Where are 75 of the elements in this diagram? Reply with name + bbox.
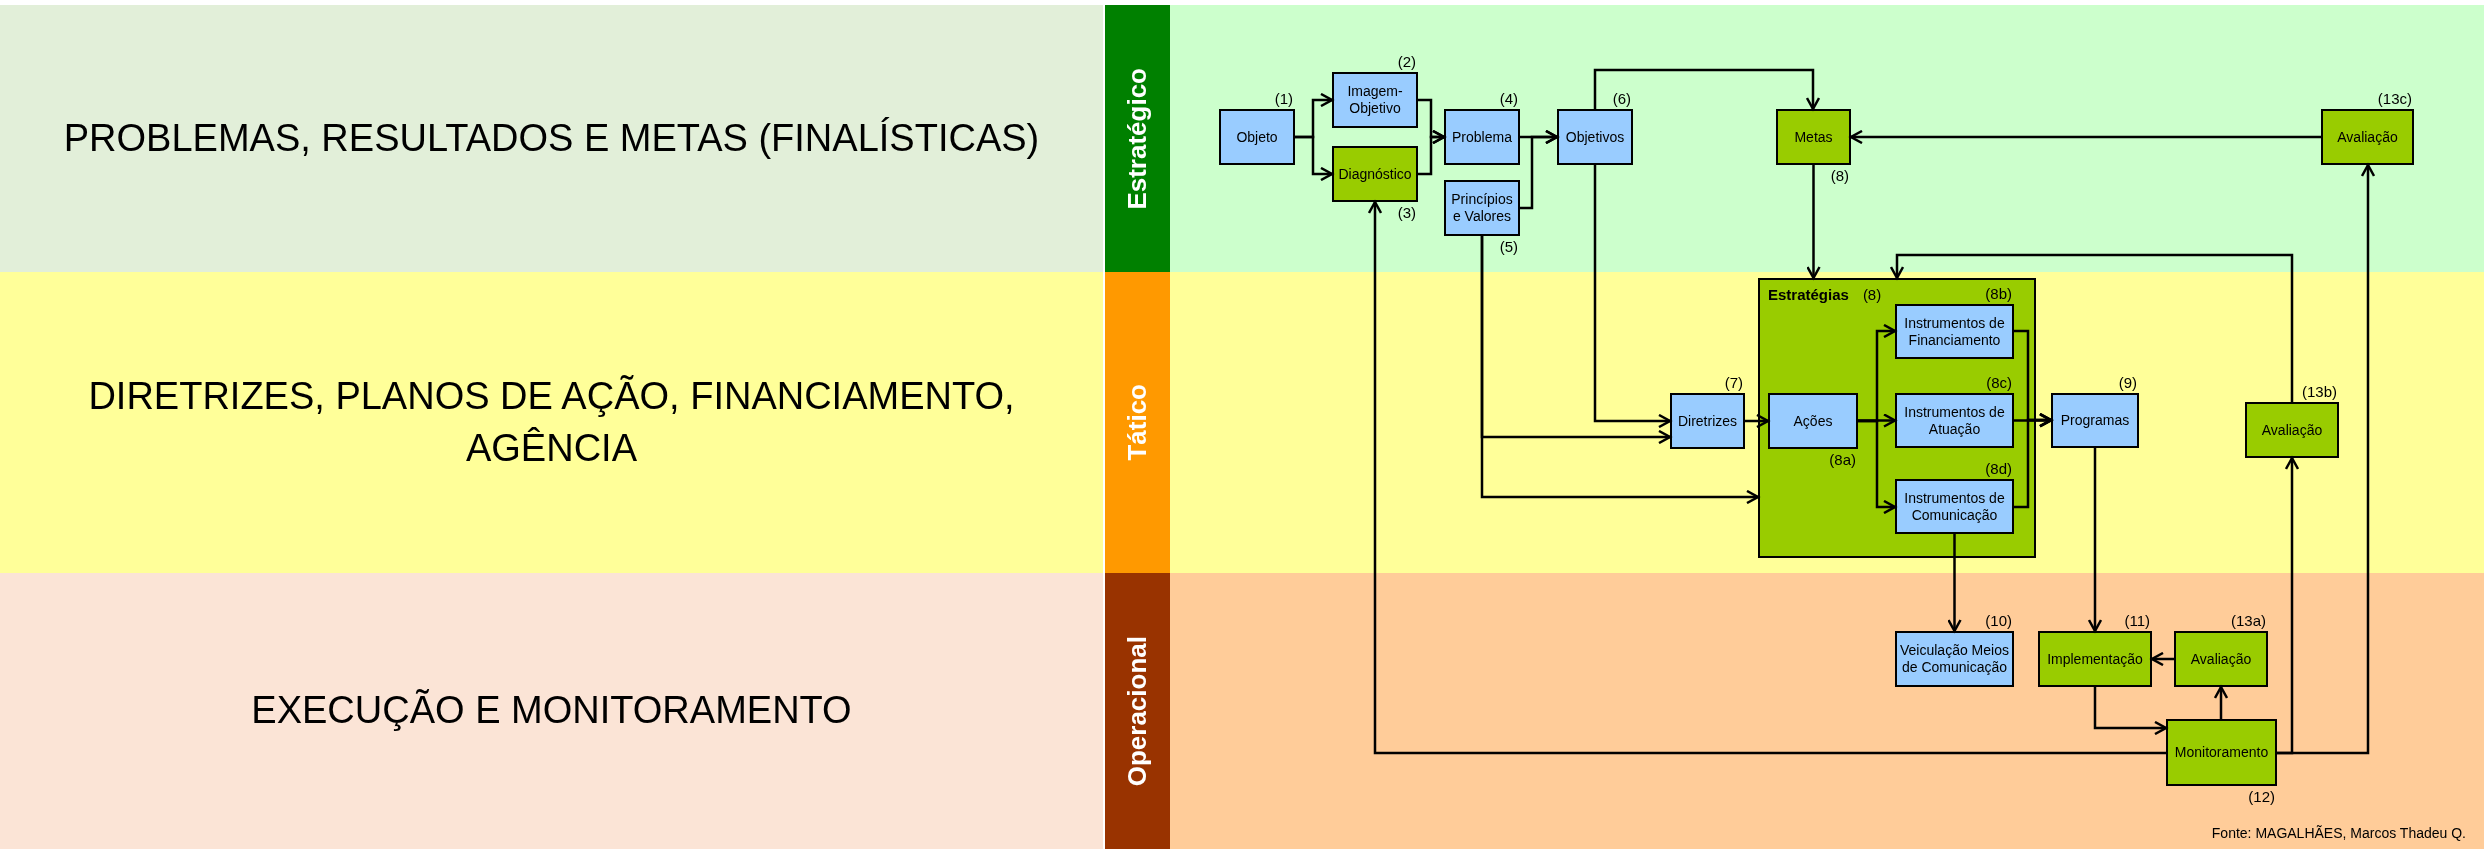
node-label: Metas (1794, 128, 1833, 146)
node-label: Implementação (2047, 650, 2143, 668)
arrow (1418, 129, 1446, 176)
node-label: Programas (2060, 412, 2130, 429)
arrow (2150, 651, 2174, 667)
band-cell (0, 272, 1103, 573)
arrow (1367, 200, 2166, 755)
callout-number: (3) (1397, 204, 1416, 221)
arrow (1947, 534, 1962, 633)
arrow (2014, 412, 2053, 509)
group-box (1758, 278, 2036, 558)
callout-number: (7) (1724, 374, 1743, 391)
callout-number: (6) (1612, 90, 1631, 107)
callout-number: (8b) (1985, 285, 2012, 302)
arrow (1480, 236, 1760, 505)
callout-number: (8a) (1829, 451, 1856, 468)
arrow (1593, 165, 1672, 429)
callout-number: (2) (1397, 53, 1416, 70)
callout-number: (13a) (2230, 612, 2266, 629)
arrow (1295, 135, 1334, 182)
callout-number: (9) (2118, 374, 2137, 391)
node-label: Instrumentos de Comunicação (1903, 489, 2006, 524)
callout-number: (1) (1274, 90, 1293, 107)
node-label: Ações (1793, 412, 1833, 430)
arrow (1849, 129, 2321, 145)
arrow (1858, 413, 1897, 428)
arrow (2014, 413, 2053, 428)
arrow (1520, 129, 1559, 210)
callout-number: (10) (1985, 612, 2012, 629)
callout-number: (5) (1499, 238, 1518, 255)
arrow (2093, 687, 2168, 736)
band-cell (0, 5, 1103, 272)
node-label: Monitoramento (2174, 744, 2269, 761)
node-label: Objeto (1236, 128, 1278, 146)
arrow (2213, 685, 2229, 719)
node-label: Princípios e Valores (1450, 191, 1514, 225)
callout-number: (13c) (2377, 90, 2412, 107)
callout-number: (13b) (2301, 383, 2337, 400)
band-label: EXECUÇÃO E MONITORAMENTO (251, 688, 852, 734)
node-label: Problema (1452, 128, 1512, 146)
band-label: DIRETRIZES, PLANOS DE AÇÃO, FINANCIAMENTO, AGÊNCIA (87, 374, 1016, 471)
band-header (1105, 573, 1170, 849)
node-label: Imagem-Objetivo (1346, 83, 1404, 117)
node-label: Instrumentos de Financiamento (1903, 314, 2006, 349)
node-label: Objetivos (1565, 128, 1625, 146)
node-label: Avaliação (2337, 128, 2398, 146)
node-label: Avaliação (2261, 421, 2323, 439)
arrow (1745, 413, 1770, 429)
arrow (1593, 68, 1821, 111)
band-title: Estratégico (1122, 67, 1153, 210)
callout-number: (8) (1862, 286, 1882, 303)
band-header (1105, 272, 1170, 573)
node-label: Diagnóstico (1338, 165, 1412, 183)
band-title: Tático (1122, 384, 1153, 461)
arrow (2277, 163, 2376, 755)
band-title: Operacional (1122, 635, 1153, 787)
callout-number: (4) (1499, 90, 1518, 107)
callout-number: (8c) (1986, 374, 2012, 391)
band-label: PROBLEMAS, RESULTADOS E METAS (FINALÍSTICAS) (63, 115, 1040, 161)
node-label: Diretrizes (1677, 412, 1738, 430)
band-header (1105, 5, 1170, 272)
node-label: Avaliação (2190, 650, 2252, 668)
source-note: Fonte: MAGALHÃES, Marcos Thadeu Q. (2211, 825, 2466, 841)
arrow (1858, 419, 1897, 515)
group-label: Estratégias (1768, 286, 1849, 303)
arrow (1889, 253, 2294, 402)
node-label: Instrumentos de Atuação (1903, 403, 2006, 438)
callout-number: (8d) (1985, 460, 2012, 477)
callout-number: (11) (2124, 612, 2150, 629)
arrow (1806, 165, 1821, 280)
node-label: Veiculação Meios de Comunicação (1899, 642, 2010, 676)
callout-number: (8) (1830, 167, 1849, 184)
arrow (2087, 448, 2103, 633)
band-cell (0, 573, 1103, 849)
callout-number: (12) (2248, 788, 2275, 805)
